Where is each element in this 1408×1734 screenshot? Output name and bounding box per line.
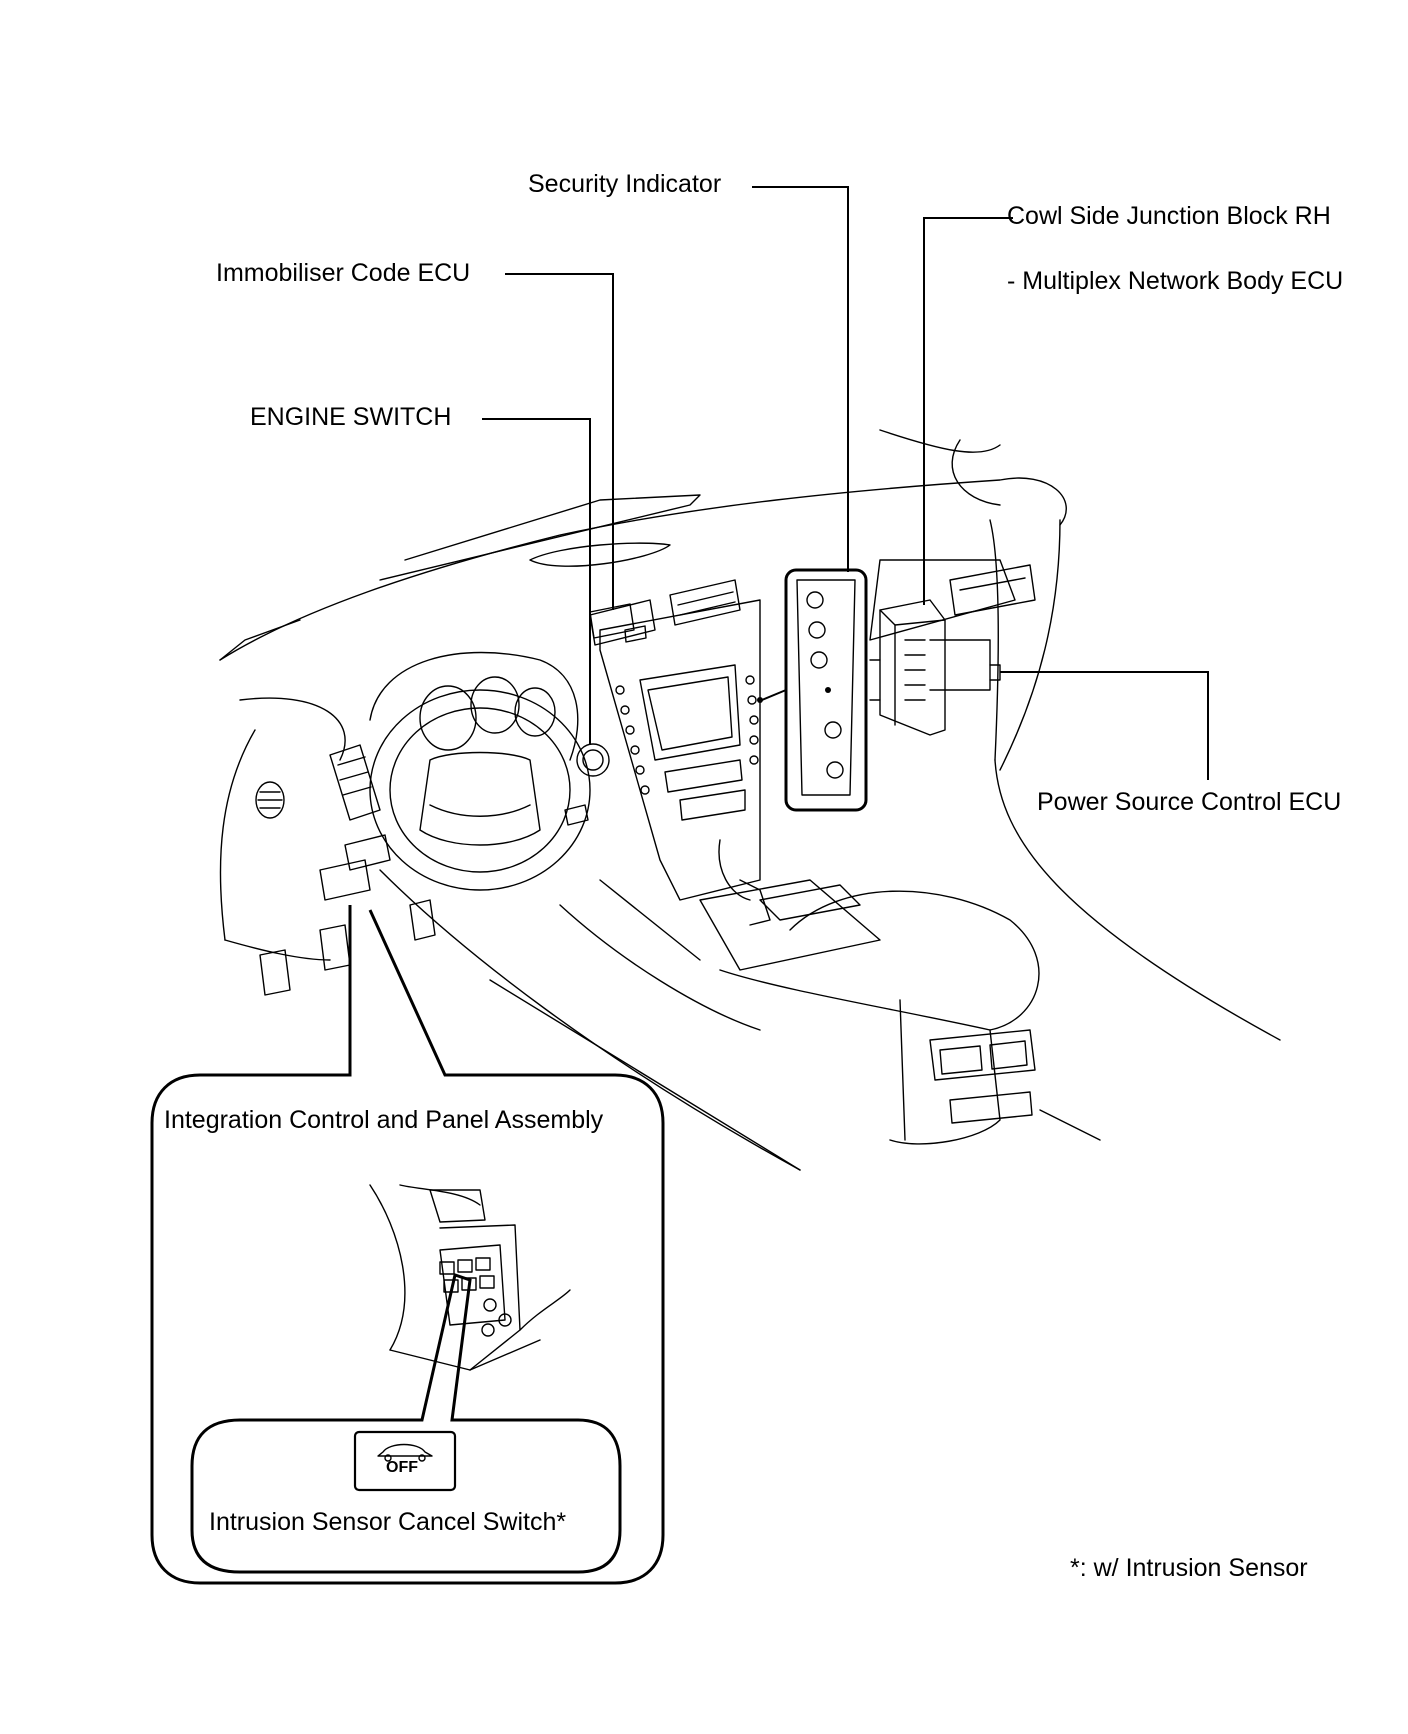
inset-integration-panel [150, 905, 665, 1585]
label-intrusion-sensor-cancel-switch: Intrusion Sensor Cancel Switch* [209, 1508, 567, 1536]
footnote: *: w/ Intrusion Sensor [1070, 1554, 1308, 1582]
leader-lines [482, 186, 1209, 780]
dashboard-outline [219, 429, 1281, 1171]
junction-block-ecu [869, 599, 1001, 736]
label-security-indicator: Security Indicator [528, 170, 722, 198]
intrusion-switch-face [353, 1430, 457, 1492]
intrusion-switch-off-text: OFF [386, 1459, 418, 1476]
label-cowl-side-junction-block: Cowl Side Junction Block RH [1007, 202, 1331, 230]
label-multiplex-network-body-ecu: - Multiplex Network Body ECU [1007, 267, 1344, 295]
label-power-source-control-ecu: Power Source Control ECU [1037, 788, 1342, 816]
label-engine-switch: ENGINE SWITCH [250, 403, 452, 431]
car-lock-icon [377, 1443, 433, 1457]
label-immobiliser-code-ecu: Immobiliser Code ECU [216, 259, 471, 287]
label-integration-control-panel: Integration Control and Panel Assembly [164, 1106, 604, 1134]
security-indicator-panel [757, 568, 868, 812]
